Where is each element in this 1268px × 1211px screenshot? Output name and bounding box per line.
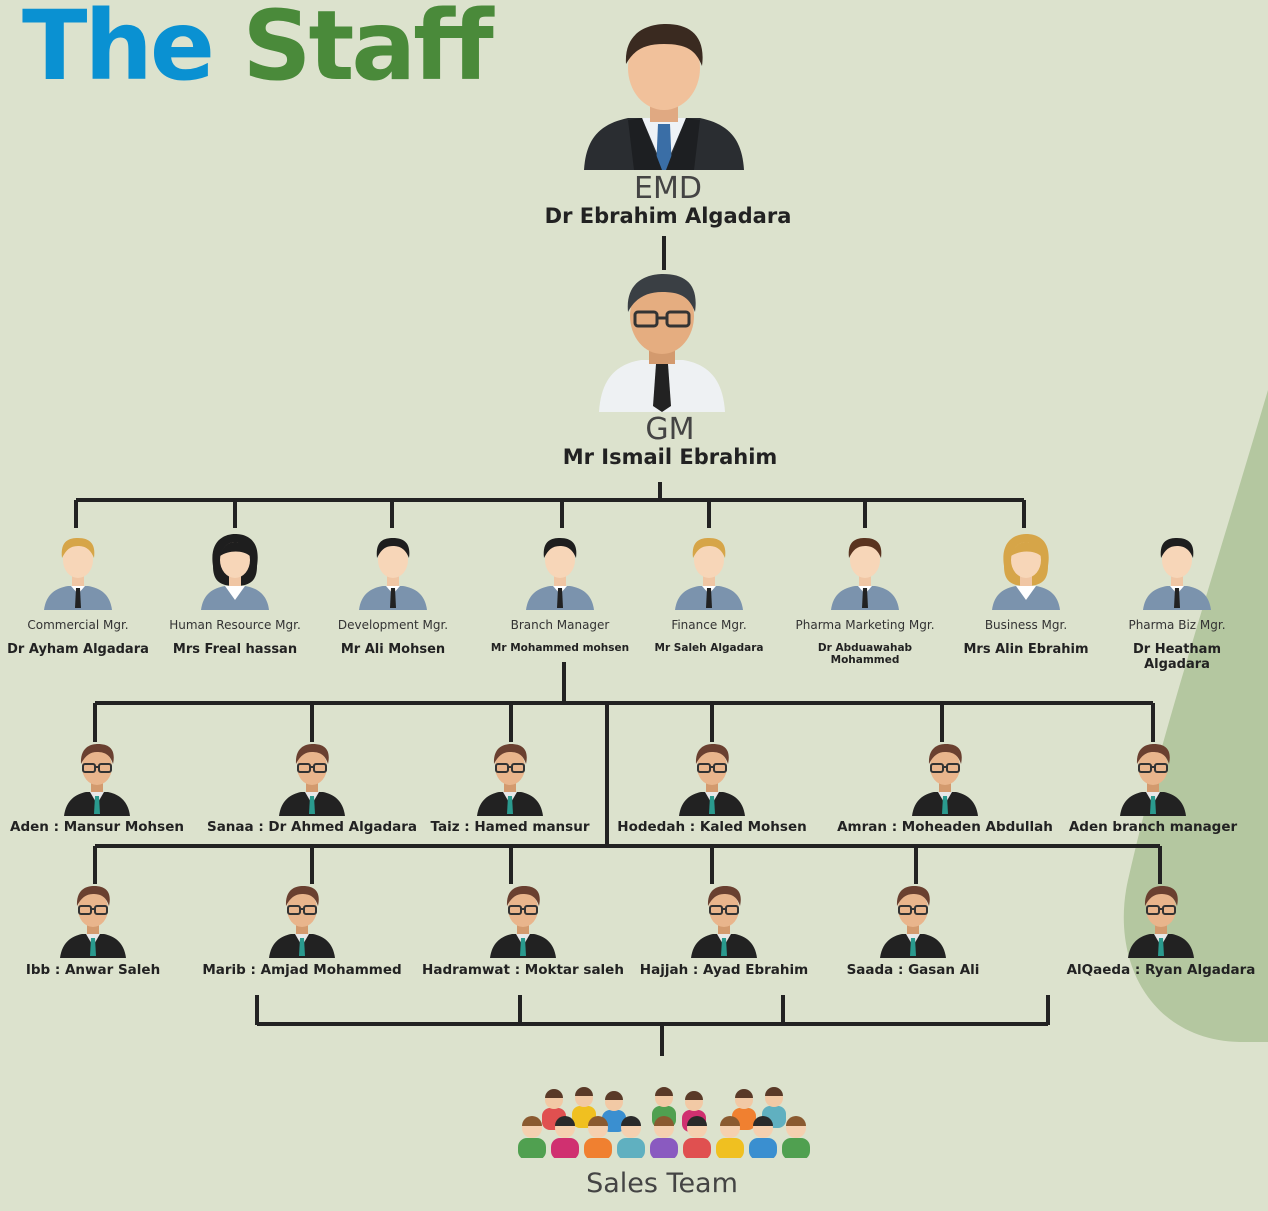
gm-node: GM Mr Ismail Ebrahim (562, 412, 778, 470)
male-avatar-icon (353, 530, 433, 614)
manager-name: Mrs Freal hassan (172, 642, 298, 657)
branch-label: Hadramwat : Moktar saleh (422, 962, 624, 978)
female-avatar-icon (195, 530, 275, 614)
branch-manager-avatar-icon (1118, 742, 1188, 820)
branch-label: Saada : Gasan Ali (846, 962, 980, 978)
branch-manager-avatar-icon (488, 884, 558, 962)
branch-label: Sanaa : Dr Ahmed Algadara (206, 819, 418, 835)
female-blonde-avatar-icon (986, 530, 1066, 614)
manager-name: Dr Abduawahab Mohammed (817, 642, 913, 666)
page-title: The Staff (22, 0, 494, 102)
manager-node: Pharma Biz Mgr. Dr Heatham Algadara (1127, 618, 1227, 672)
branch-label: Aden : Mansur Mohsen (10, 819, 184, 835)
title-word-1: The (22, 0, 215, 102)
branch-manager-avatar-icon (267, 884, 337, 962)
manager-role: Pharma Marketing Mgr. (795, 618, 935, 632)
emd-avatar-icon (584, 24, 744, 170)
manager-name: Dr Ayham Algadara (7, 642, 149, 657)
gm-name: Mr Ismail Ebrahim (562, 445, 778, 469)
branch-label: AlQaeda : Ryan Algadara (1066, 962, 1256, 978)
branch-manager-avatar-icon (277, 742, 347, 820)
manager-role: Commercial Mgr. (27, 618, 129, 632)
manager-role: Pharma Biz Mgr. (1128, 618, 1226, 632)
branch-manager-avatar-icon (1126, 884, 1196, 962)
manager-node: Pharma Marketing Mgr. Dr Abduawahab Moham… (795, 618, 934, 666)
male-blonde-avatar-icon (669, 530, 749, 614)
branch-manager-avatar-icon (58, 884, 128, 962)
male-avatar-icon (1137, 530, 1217, 614)
gm-avatar-icon (599, 274, 725, 412)
manager-name: Mr Saleh Algadara (654, 642, 764, 654)
branch-label: Aden branch manager (1068, 819, 1238, 835)
manager-role: Business Mgr. (984, 618, 1068, 632)
branch-manager-avatar-icon (677, 742, 747, 820)
male-brown-avatar-icon (825, 530, 905, 614)
manager-name: Mrs Alin Ebrahim (963, 642, 1089, 657)
title-word-2: Staff (242, 0, 493, 102)
branch-manager-avatar-icon (475, 742, 545, 820)
branch-label: Hajjah : Ayad Ebrahim (639, 962, 809, 978)
manager-name: Mr Ali Mohsen (340, 642, 446, 657)
manager-node: Branch Manager Mr Mohammed mohsen (491, 618, 629, 654)
branch-manager-avatar-icon (62, 742, 132, 820)
branch-label: Hodedah : Kaled Mohsen (617, 819, 807, 835)
manager-role: Human Resource Mgr. (169, 618, 301, 632)
manager-name: Mr Mohammed mohsen (490, 642, 630, 654)
branch-manager-avatar-icon (689, 884, 759, 962)
emd-node: EMD Dr Ebrahim Algadara (544, 171, 792, 229)
male-blonde-avatar-icon (38, 530, 118, 614)
manager-node: Development Mgr. Mr Ali Mohsen (338, 618, 448, 657)
sales-team-icon (518, 1087, 810, 1158)
manager-node: Human Resource Mgr. Mrs Freal hassan (169, 618, 301, 657)
sales-team-label: Sales Team (586, 1168, 738, 1199)
manager-role: Finance Mgr. (671, 618, 747, 632)
branch-label: Marib : Amjad Mohammed (202, 962, 402, 978)
manager-role: Development Mgr. (337, 618, 449, 632)
branch-manager-avatar-icon (910, 742, 980, 820)
emd-name: Dr Ebrahim Algadara (544, 204, 792, 228)
branch-manager-avatar-icon (878, 884, 948, 962)
branch-label: Taiz : Hamed mansur (430, 819, 590, 835)
emd-role: EMD (634, 171, 702, 206)
branch-label: Ibb : Anwar Saleh (25, 962, 161, 978)
gm-role: GM (645, 412, 695, 447)
manager-node: Commercial Mgr. Dr Ayham Algadara (7, 618, 149, 657)
branch-label: Amran : Moheaden Abdullah (837, 819, 1053, 835)
manager-role: Branch Manager (510, 618, 610, 632)
male-avatar-icon (520, 530, 600, 614)
manager-node: Finance Mgr. Mr Saleh Algadara (655, 618, 764, 654)
manager-name: Dr Heatham Algadara (1133, 642, 1221, 672)
manager-node: Business Mgr. Mrs Alin Ebrahim (964, 618, 1089, 657)
